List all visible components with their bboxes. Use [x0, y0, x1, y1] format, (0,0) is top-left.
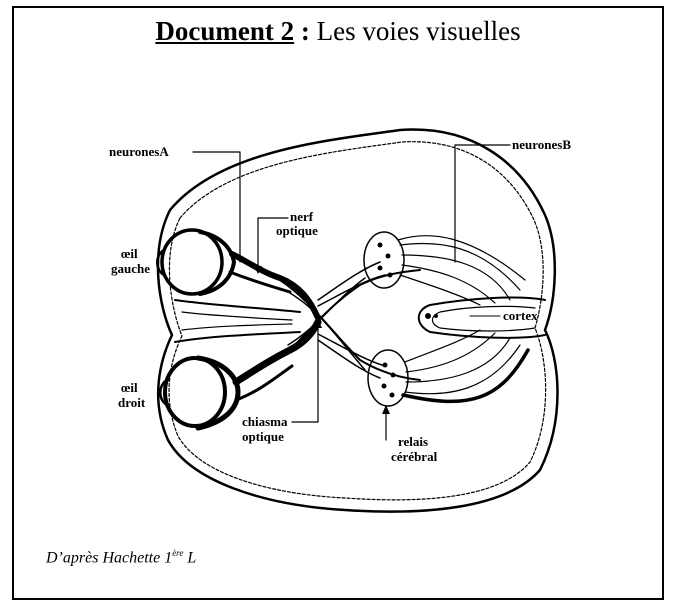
brain-outline: [158, 130, 558, 512]
label-oeil-gauche-1: œil: [121, 246, 138, 261]
brain-outline-inner: [169, 142, 546, 500]
neuronesB-pointer: [455, 145, 510, 262]
label-nerf-optique: optique: [276, 223, 318, 238]
credit-text: D’après Hachette 1: [46, 549, 172, 566]
left-eye-globe: [162, 230, 222, 294]
label-chiasma: chiasma: [242, 414, 288, 429]
label-oeil-droit-1: œil: [121, 380, 138, 395]
label-cortex: cortex: [503, 308, 538, 323]
label-neuronesA: neuronesA: [109, 144, 169, 159]
right-eye-globe: [165, 358, 225, 426]
label-nerf: nerf: [290, 209, 314, 224]
credit-suffix: L: [183, 549, 196, 566]
left-hemisphere-lower: [175, 332, 300, 342]
label-relais: relais: [398, 434, 428, 449]
right-optic-nerve-2: [236, 366, 292, 400]
label-cerebral: cérébral: [391, 449, 438, 464]
radiation-lower-4: [405, 330, 480, 362]
radiation-upper-2: [402, 255, 510, 300]
label-neuronesB: neuronesB: [512, 137, 571, 152]
left-hemisphere-upper-inner: [182, 312, 292, 320]
radiation-upper-1: [400, 243, 520, 290]
radiation-upper-5: [398, 236, 525, 280]
right-optic-nerve: [236, 322, 318, 382]
credit-sup: ère: [172, 548, 183, 558]
source-credit: D’après Hachette 1ère L: [46, 548, 196, 567]
tract-lower-1: [318, 340, 380, 378]
label-oeil-gauche-2: gauche: [111, 261, 150, 276]
left-hemisphere-upper: [175, 300, 300, 312]
radiation-lower-2: [406, 338, 510, 382]
label-oeil-droit-2: droit: [118, 395, 146, 410]
left-optic-nerve-2: [230, 272, 290, 292]
label-chiasma-optique: optique: [242, 429, 284, 444]
left-hemisphere-lower-inner: [182, 324, 292, 330]
